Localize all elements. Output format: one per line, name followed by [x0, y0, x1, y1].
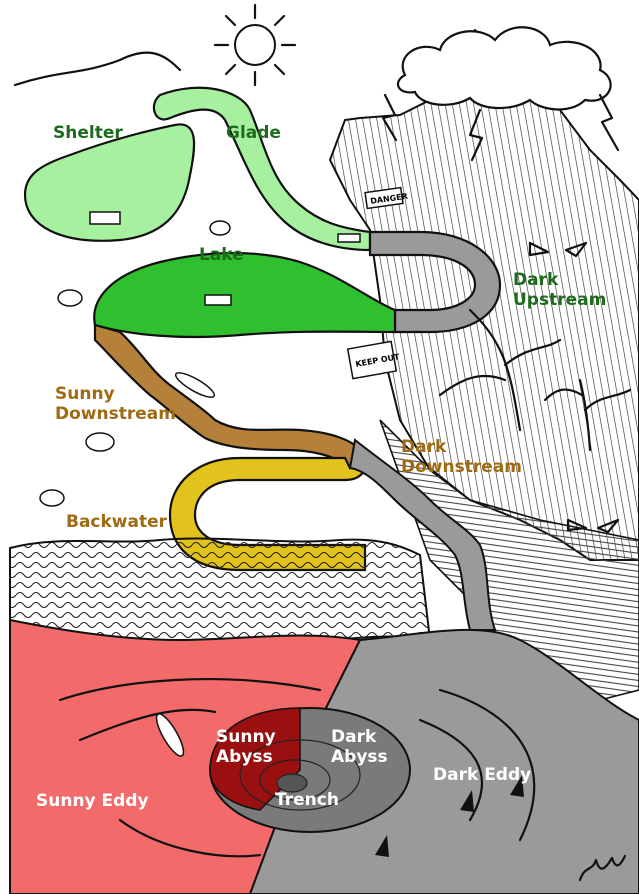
lake	[94, 253, 395, 337]
label-dark-abyss: Dark Abyss	[331, 727, 411, 767]
label-dark-eddy: Dark Eddy	[433, 765, 531, 785]
label-dark-upstream: Dark Upstream	[513, 270, 628, 310]
storm-cloud-icon	[398, 27, 611, 109]
cliff-band	[10, 539, 430, 642]
sun-icon	[215, 5, 295, 85]
label-lake: Lake	[199, 245, 244, 265]
label-glade: Glade	[226, 123, 281, 143]
label-sunny-abyss: Sunny Abyss	[216, 727, 296, 767]
label-dark-downstream: Dark Downstream	[401, 437, 541, 477]
label-sunny-downstream: Sunny Downstream	[55, 384, 195, 424]
hill-outline	[15, 53, 180, 85]
label-backwater: Backwater	[66, 512, 167, 532]
label-sunny-eddy: Sunny Eddy	[36, 791, 149, 811]
label-trench: Trench	[275, 790, 339, 810]
label-shelter: Shelter	[53, 123, 123, 143]
